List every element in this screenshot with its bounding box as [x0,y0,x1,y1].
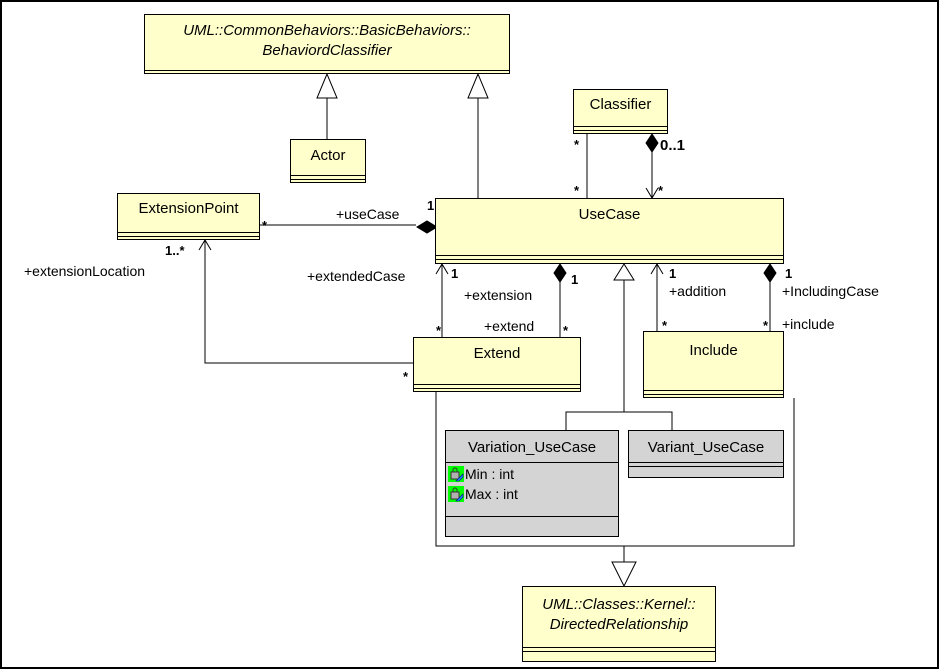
extension-point-name: ExtensionPoint [138,200,239,217]
mult-extension-one: 1 [571,272,579,287]
attribute-row: Min : int [448,466,514,482]
include-class[interactable]: Include [643,331,784,398]
extension-point-class[interactable]: ExtensionPoint [117,193,260,240]
class-compartment [644,390,783,391]
extend-extendedcase-arrow [435,263,449,275]
directed-generalization-arrowhead [611,561,637,588]
class-compartment [291,175,365,176]
extend-name: Extend [473,345,521,362]
variant-usecase-name: Variant_UseCase [647,439,765,456]
mult-extend-left-many: * [436,323,442,338]
attribute-row: Max : int [448,486,518,502]
class-compartment [118,232,259,233]
mult-include-right-many: * [763,318,769,333]
class-compartment [436,255,783,256]
class-compartment [414,384,580,385]
class-compartment [118,236,259,237]
role-addition: +addition [669,283,727,299]
directed-relationship-package: UML::Classes::Kernel:: [542,596,696,613]
class-compartment [629,462,783,463]
extend-extpoint-association [204,240,413,364]
mult-extend-right-many: * [563,323,569,338]
class-compartment [574,130,667,131]
class-compartment [446,462,618,463]
class-compartment [644,394,783,395]
variants-generalization-branch [565,411,673,430]
role-extension-location: +extensionLocation [24,263,146,279]
directed-generalization-connector [435,392,795,562]
mult-addition-one: 1 [669,266,677,281]
variation-usecase-name: Variation_UseCase [467,439,597,456]
mult-extended-one: 1 [451,266,459,281]
mult-usecase-many: * [658,183,664,198]
behaviored-classifier-package: UML::CommonBehaviors::BasicBehaviors:: [183,22,471,39]
mult-extpoint-one-many: 1..* [165,243,185,258]
role-usecase: +useCase [336,206,400,222]
mult-extpoint-many: * [262,218,268,233]
class-compartment [436,259,783,260]
mult-including-one: 1 [785,266,793,281]
class-compartment [291,179,365,180]
directed-relationship-name: DirectedRelationship [549,616,689,633]
class-compartment [446,516,618,517]
mult-include-left-many: * [662,318,668,333]
mult-usecase-one: 1 [427,198,435,213]
behaviored-classifier-name: BehaviordClassifier [262,42,392,59]
role-include: +include [782,316,835,332]
class-compartment [414,388,580,389]
behaviored-classifier-class[interactable]: UML::CommonBehaviors::BasicBehaviors:: B… [144,14,510,74]
mult-classifier-many: * [574,137,580,152]
usecase-generalization-arrowhead [467,72,489,99]
include-addition-arrow [650,263,664,275]
classifier-name: Classifier [589,96,652,113]
class-compartment [574,126,667,127]
actor-class[interactable]: Actor [290,139,366,183]
directed-relationship-class[interactable]: UML::Classes::Kernel:: DirectedRelations… [522,586,716,662]
class-compartment [629,466,783,467]
attribute-icon [448,466,464,482]
extend-extpoint-arrow [198,239,212,251]
role-including-case: +IncludingCase [782,283,879,299]
extpoint-usecase-diamond [416,220,438,234]
attribute-min-text: Min : int [465,466,515,482]
usecase-class[interactable]: UseCase [435,198,784,264]
role-extend: +extend [484,318,535,334]
mult-extend-bottom-many: * [403,369,409,384]
attribute-icon [448,486,464,502]
role-extension: +extension [464,287,533,303]
role-extended-case: +extendedCase [307,268,406,284]
class-compartment [145,70,509,71]
classifier-composition-diamond [645,133,659,153]
variants-generalization-arrowhead [613,263,635,281]
extend-class[interactable]: Extend [413,337,581,392]
classifier-class[interactable]: Classifier [573,89,668,134]
usecase-name: UseCase [578,206,641,223]
mult-classifier-0-1: 0..1 [660,137,686,154]
actor-name: Actor [310,147,346,164]
actor-generalization-arrowhead [316,72,338,99]
class-compartment [523,647,715,648]
usecase-include-diamond [763,263,777,283]
mult-usecase-classifier-many: * [574,183,580,198]
attribute-max-text: Max : int [465,486,518,502]
class-compartment [523,651,715,652]
usecase-extension-diamond [553,263,567,283]
include-name: Include [689,342,738,359]
variation-usecase-class[interactable]: Variation_UseCase Min : int Max : int [445,430,619,537]
variant-usecase-class[interactable]: Variant_UseCase [628,430,784,478]
